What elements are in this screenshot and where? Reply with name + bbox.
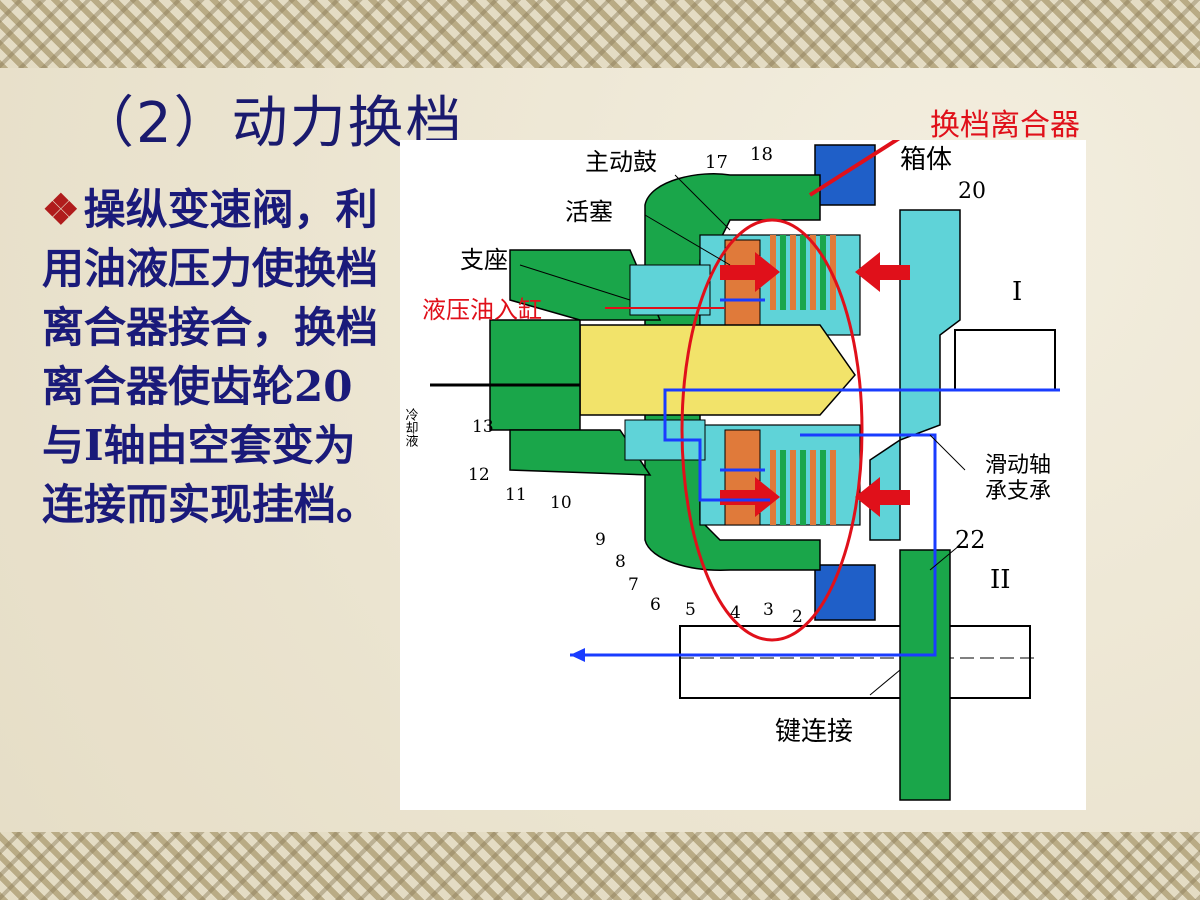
bullet-text: 操纵变速阀，利用油液压力使换档离合器接合，换档离合器使齿轮20与I轴由空套变为连…	[42, 185, 379, 529]
label-piston: 活塞	[565, 198, 613, 226]
label-shaft-2: II	[990, 565, 1011, 595]
label-18: 18	[750, 144, 773, 165]
housing-bottom	[814, 564, 876, 621]
oil-flow-arrowhead	[570, 648, 585, 662]
label-11: 11	[505, 485, 527, 505]
label-3: 3	[763, 600, 774, 620]
slide-title: （2）动力换档	[78, 91, 464, 156]
pressure-arrows	[720, 252, 910, 517]
shaft-2	[679, 625, 1031, 699]
support-lower	[509, 429, 652, 476]
label-7: 7	[628, 575, 639, 595]
label-12: 12	[468, 465, 490, 485]
label-17: 17	[705, 152, 728, 173]
label-support: 支座	[460, 246, 508, 274]
clutch-diagram: 主动鼓 17 18 箱体 20 活塞 支座 液压油入缸 I 冷却液 13 12 …	[400, 123, 1086, 810]
bottom-decorative-border	[0, 832, 1200, 900]
support-left	[489, 319, 581, 431]
label-main-drum: 主动鼓	[585, 148, 657, 176]
diamond-bullet-icon: ❖	[42, 185, 80, 234]
label-9: 9	[595, 530, 606, 550]
central-hub	[579, 324, 856, 416]
gear-20	[869, 209, 961, 541]
label-8: 8	[615, 552, 626, 572]
label-5: 5	[685, 600, 696, 620]
gear-22	[899, 549, 951, 801]
piston-upper	[724, 239, 761, 336]
label-key-connection: 键连接	[775, 717, 853, 747]
clutch-callout: 换档离合器	[930, 108, 1080, 143]
housing-top	[814, 144, 876, 206]
top-decorative-border	[0, 0, 1200, 68]
leader-lines	[519, 174, 966, 696]
label-slide-bearing-2: 承支承	[985, 479, 1051, 504]
label-oil-inlet: 液压油入缸	[422, 296, 542, 324]
support-cyan-upper	[629, 264, 711, 316]
label-housing: 箱体	[900, 145, 952, 175]
label-6: 6	[650, 595, 661, 615]
clutch-plates-lower	[770, 450, 836, 525]
oil-flow-output	[570, 433, 937, 657]
bullet-paragraph: ❖操纵变速阀，利用油液压力使换档离合器接合，换档离合器使齿轮20与I轴由空套变为…	[42, 180, 392, 534]
label-slide-bearing-1: 滑动轴	[985, 453, 1051, 478]
label-cooling: 冷却液	[403, 408, 419, 447]
label-2: 2	[792, 607, 803, 627]
label-4: 4	[730, 603, 741, 623]
oil-flow-inner	[663, 388, 1060, 502]
label-13: 13	[472, 417, 494, 437]
clutch-highlight-ellipse	[680, 218, 864, 642]
label-20: 20	[958, 179, 986, 204]
label-10: 10	[550, 493, 572, 513]
piston-lower	[724, 429, 761, 526]
label-22: 22	[955, 526, 986, 554]
label-shaft-1: I	[1012, 277, 1022, 307]
clutch-diagram-svg: 主动鼓 17 18 箱体 20 活塞 支座 液压油入缸 I 冷却液 13 12 …	[403, 123, 1060, 801]
support-upper	[509, 249, 662, 321]
shaft-1	[954, 329, 1056, 391]
